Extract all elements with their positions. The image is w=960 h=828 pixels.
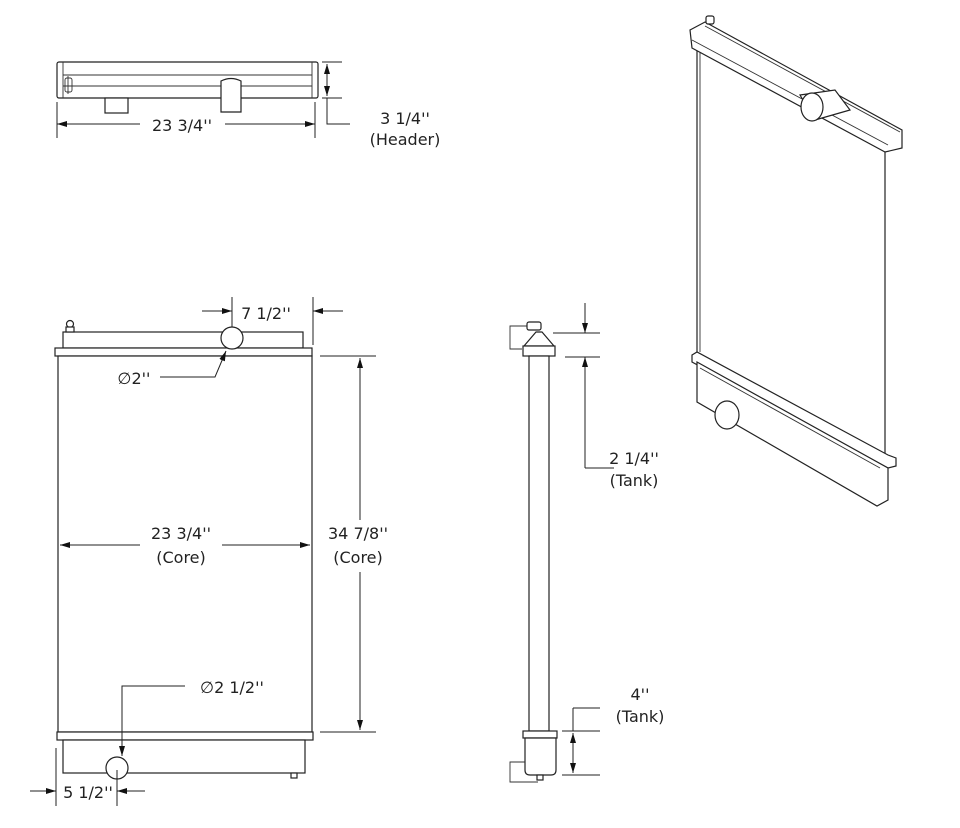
top-header-plate [54, 347, 313, 357]
iso-outlet [800, 92, 824, 122]
front-view: 7 1/2'' ∅2'' 23 3/4'' (Core) 34 7/8'' (C… [30, 297, 388, 806]
outlet-diameter-label: ∅2'' [118, 369, 151, 388]
top-tank [62, 331, 304, 349]
bottom-tank-label: 4'' [631, 685, 650, 704]
drain-plug-icon [536, 774, 544, 781]
header-height-label: 3 1/4'' [380, 109, 430, 128]
bottom-tank [62, 739, 306, 774]
header-width-label: 23 3/4'' [152, 116, 212, 135]
bottom-plate-side [522, 730, 558, 739]
top-view: 23 3/4'' 3 1/4'' (Header) [56, 61, 441, 149]
iso-top-tank [689, 21, 903, 153]
core [57, 355, 313, 733]
iso-bottom-tank [696, 360, 889, 507]
bottom-tank-side [524, 737, 557, 776]
side-view: 2 1/4'' (Tank) 4'' (Tank) [509, 303, 665, 783]
filler-cap-icon [64, 76, 73, 94]
core-width-note: (Core) [156, 548, 206, 567]
core-height-label: 34 7/8'' [328, 524, 388, 543]
bottom-header-plate [56, 731, 314, 741]
core-height-note: (Core) [333, 548, 383, 567]
core-width-label: 23 3/4'' [151, 524, 211, 543]
inlet-diameter-label: ∅2 1/2'' [200, 678, 264, 697]
filler-cap-icon [526, 321, 542, 331]
drain-plug-icon [290, 772, 298, 779]
core-side [528, 355, 550, 732]
bottom-tank-note: (Tank) [616, 707, 665, 726]
filler-neck-icon [65, 319, 75, 333]
isometric-view [689, 15, 903, 507]
outlet-neck [220, 77, 242, 113]
header-top-outline [56, 61, 319, 99]
iso-filler-cap-icon [705, 15, 715, 25]
top-tank-side [522, 345, 556, 357]
outlet-offset-label: 7 1/2'' [241, 304, 291, 323]
top-tank-note: (Tank) [610, 471, 659, 490]
iso-inlet [714, 400, 740, 430]
top-tank-cone [522, 331, 556, 347]
outlet-circle [220, 326, 244, 350]
bottom-tab [104, 97, 129, 114]
inlet-offset-label: 5 1/2'' [63, 783, 113, 802]
header-height-note: (Header) [370, 130, 441, 149]
top-tank-label: 2 1/4'' [609, 449, 659, 468]
